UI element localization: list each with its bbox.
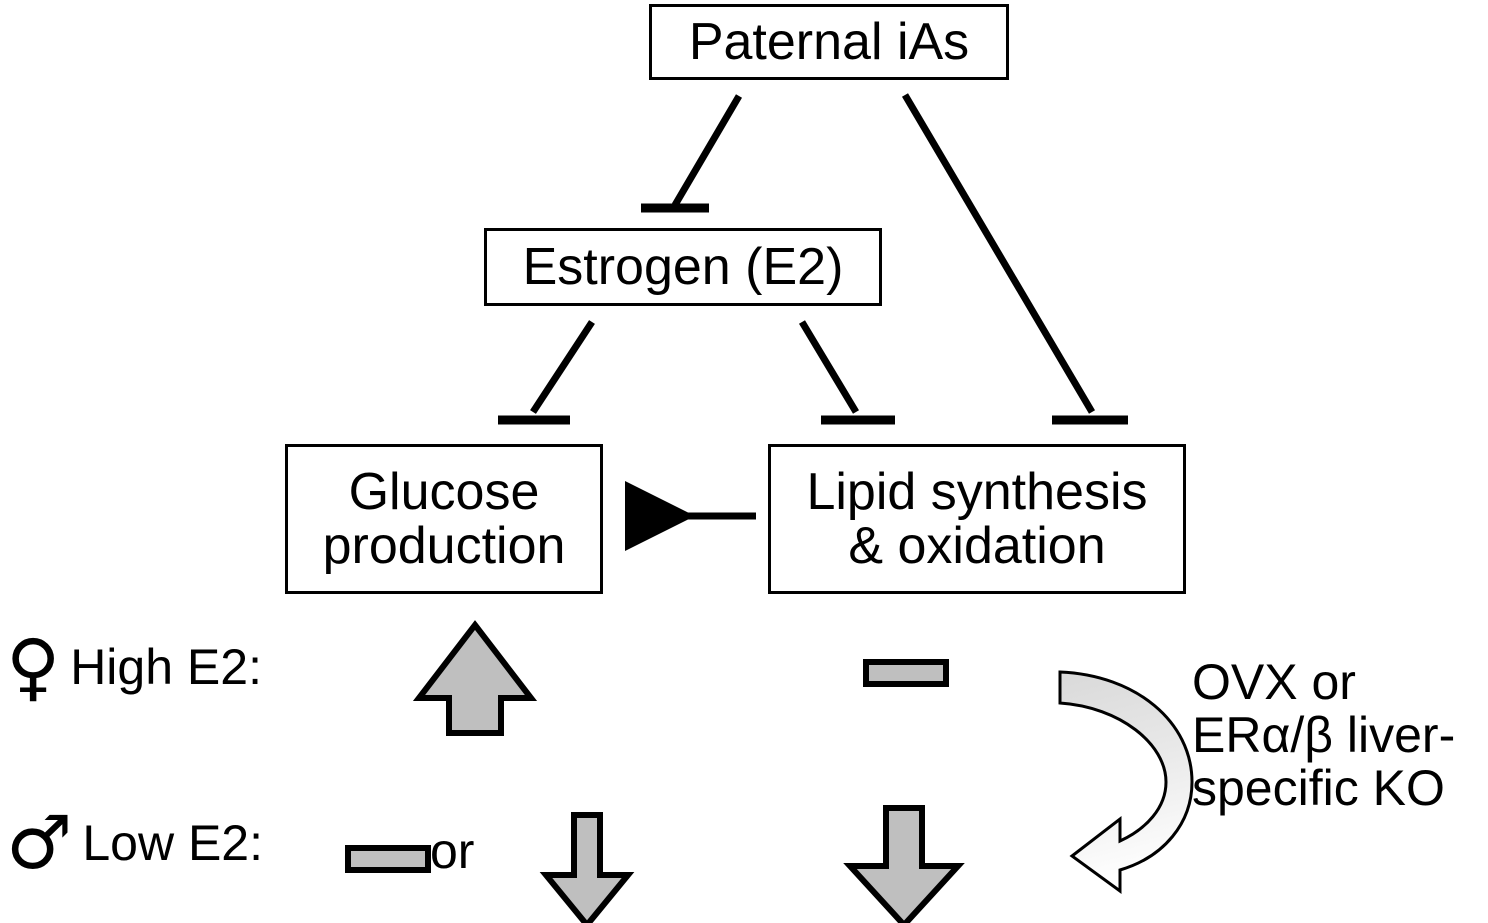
edge-paternal-inhibits-lipid: [901, 93, 1128, 425]
legend-label-low-e2: Low E2:: [82, 815, 264, 871]
down-arrow-male-glucose: [539, 812, 635, 923]
edge-paternal-inhibits-estrogen: [641, 94, 743, 213]
male-symbol-icon: ♂: [6, 800, 73, 886]
edge-estrogen-inhibits-lipid: [798, 320, 895, 425]
flat-bar-female-lipid: [863, 659, 949, 687]
node-paternal-ias: Paternal iAs: [649, 4, 1009, 80]
legend-row-male: ♂ Low E2:: [6, 806, 263, 880]
node-lipid-synthesis-oxidation: Lipid synthesis & oxidation: [768, 444, 1186, 594]
node-glucose-production: Glucose production: [285, 444, 603, 594]
annotation-ovx-ko-text: OVX or ERα/β liver- specific KO: [1192, 654, 1456, 816]
curved-transition-arrow: [1058, 670, 1194, 894]
node-estrogen-e2: Estrogen (E2): [484, 228, 882, 306]
female-symbol-icon: ♀: [6, 624, 61, 710]
or-connector-text: or: [430, 823, 475, 879]
up-arrow-female-glucose: [412, 620, 538, 736]
edge-estrogen-inhibits-glucose: [498, 320, 595, 425]
legend-label-high-e2: High E2:: [70, 639, 262, 695]
flat-bar-male-glucose: [345, 845, 431, 873]
legend-row-female: ♀ High E2:: [6, 630, 262, 704]
down-arrow-male-lipid: [843, 805, 965, 923]
